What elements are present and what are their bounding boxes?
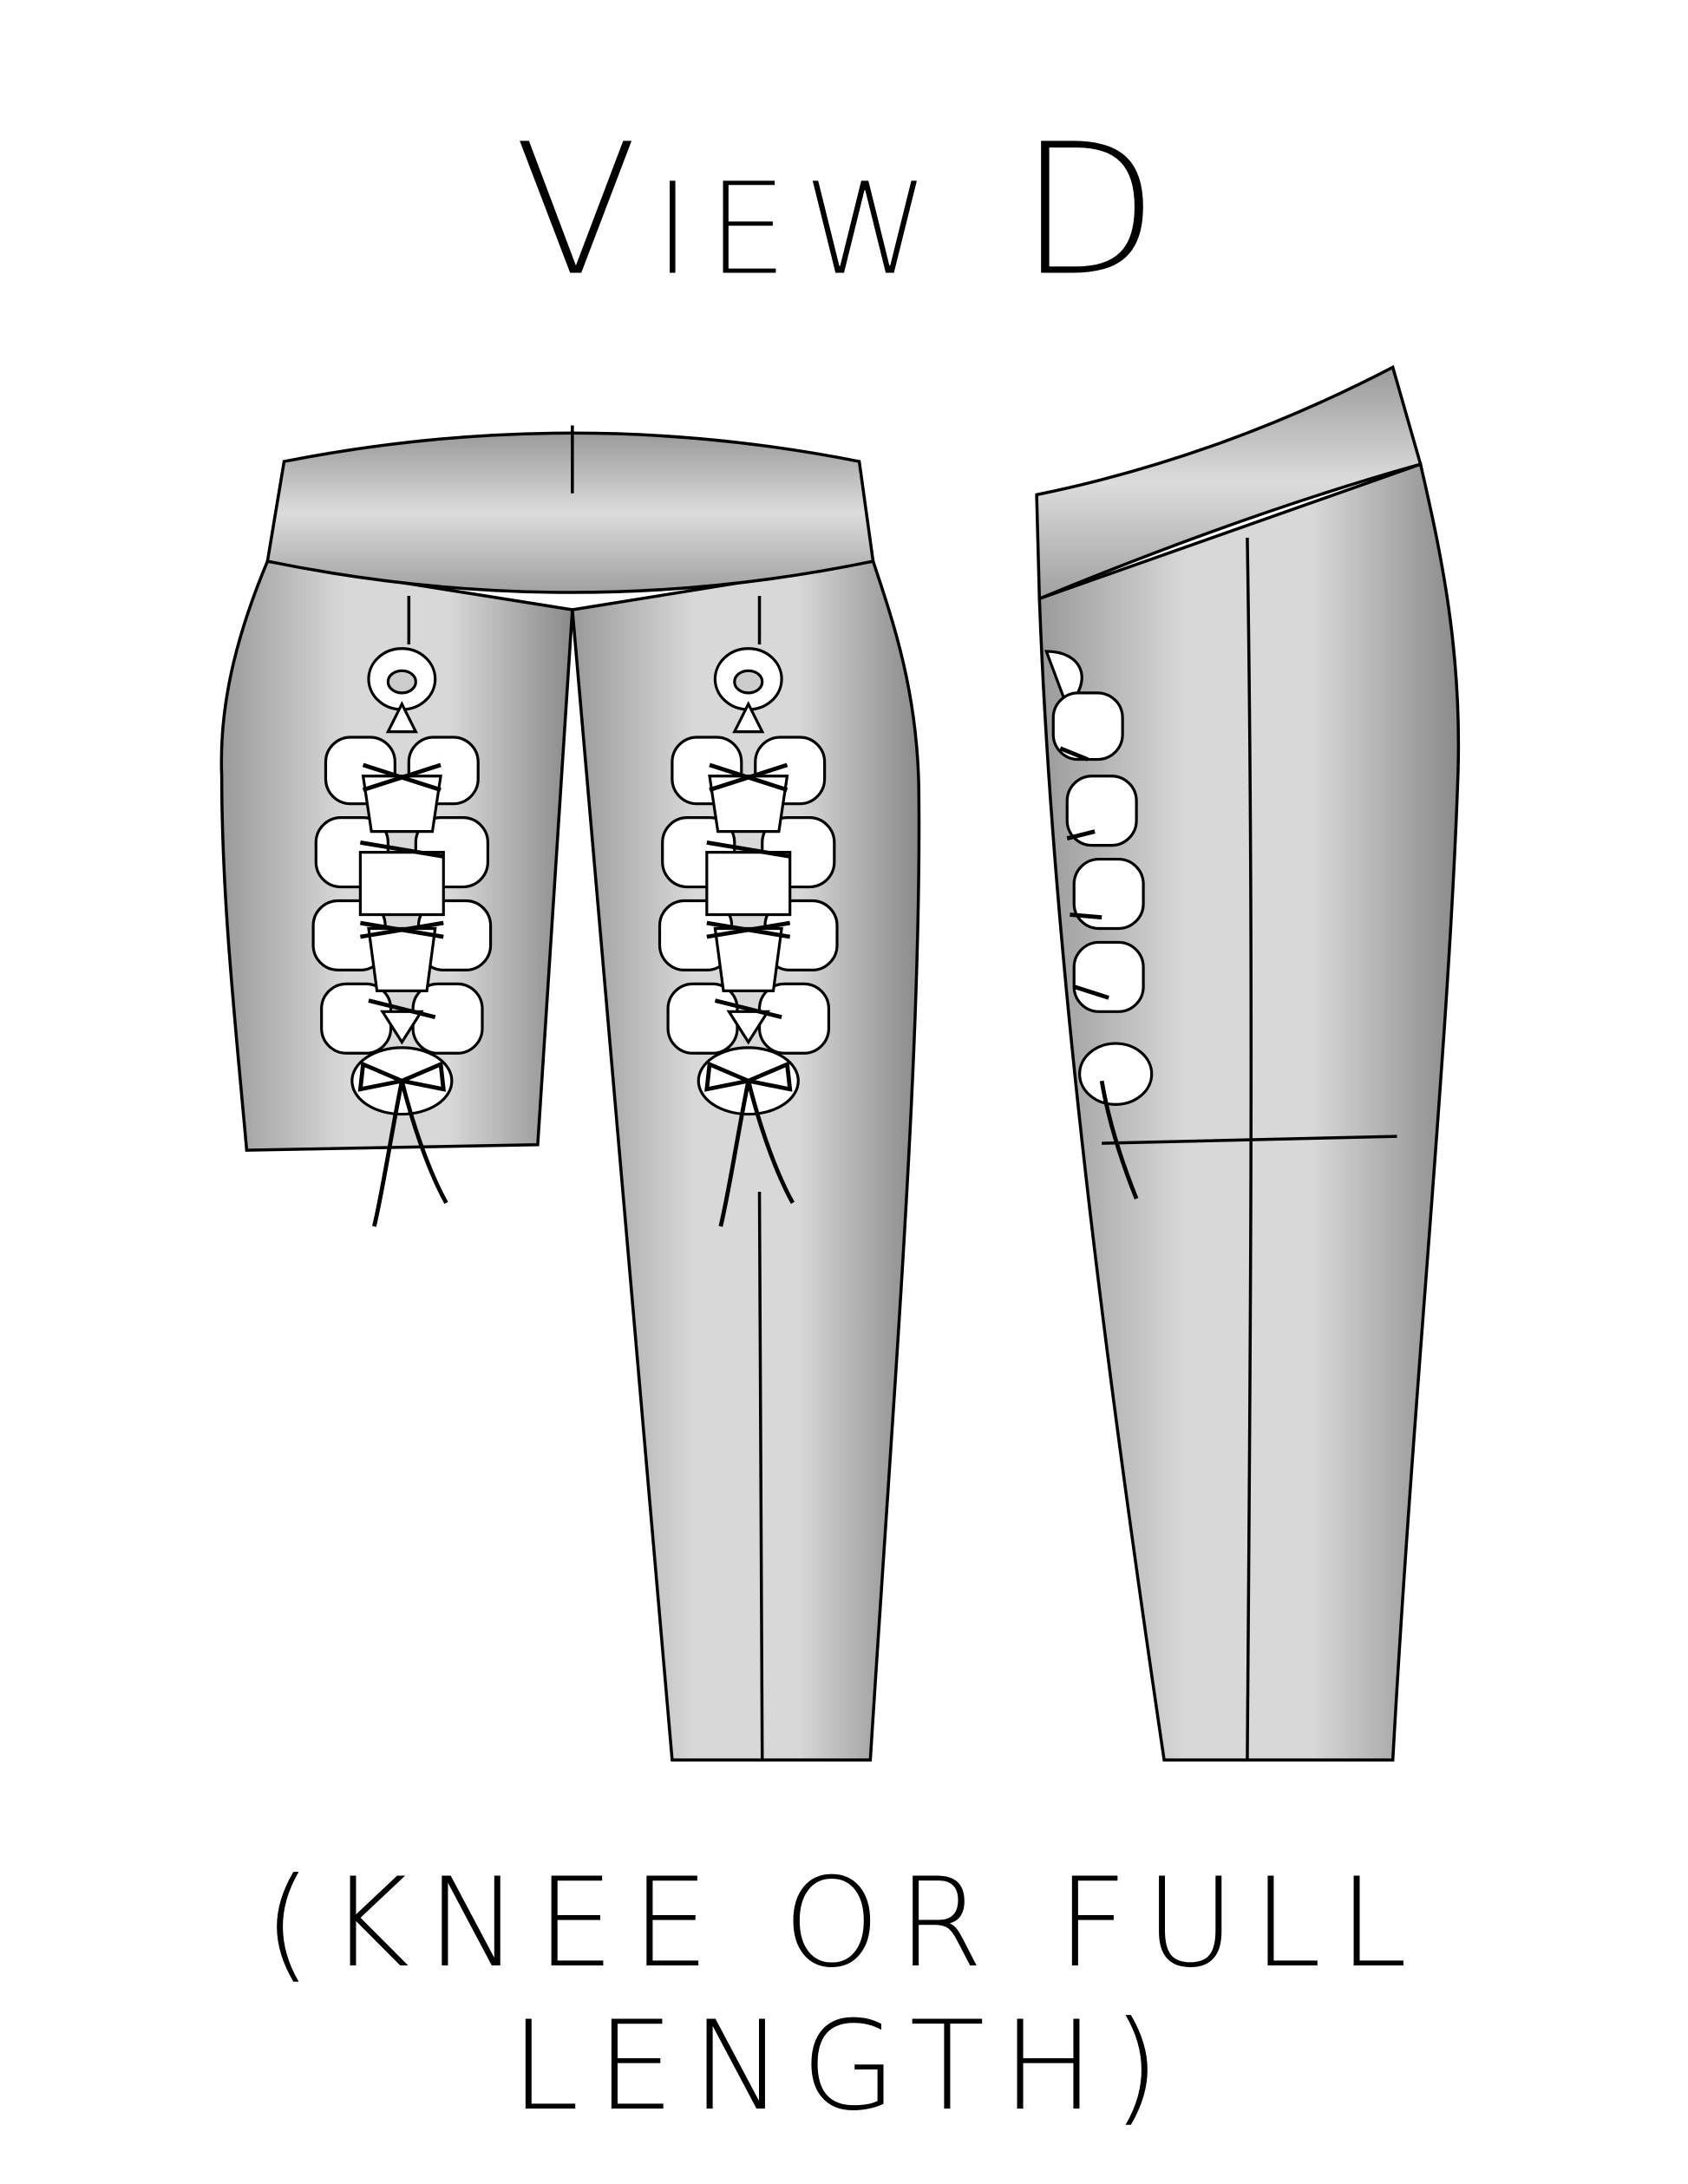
front-waistband [265,431,875,594]
side-waistband [1035,364,1423,601]
side-leg [1037,461,1461,1762]
front-long-leg [570,559,921,1762]
front-view [219,425,921,1762]
side-view [1035,364,1461,1762]
length-caption: (KNEE OR FULL LENGTH) [263,1852,1425,2138]
view-title: View D [514,104,1174,317]
